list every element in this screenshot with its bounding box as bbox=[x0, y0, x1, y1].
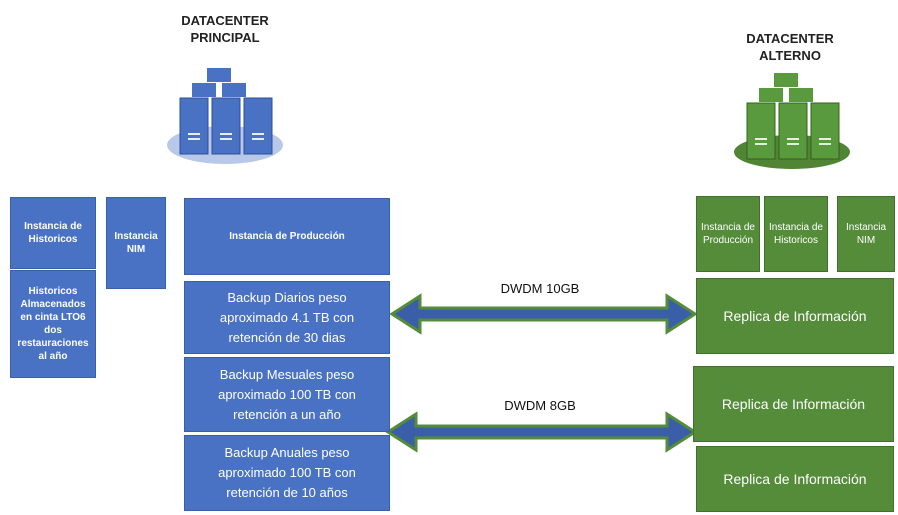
alterno-nim-instance-label: Instancia NIM bbox=[845, 222, 887, 246]
backup-diario-box: Backup Diarios peso aproximado 4.1 TB co… bbox=[184, 281, 390, 354]
arrow-dwdm-10gb bbox=[389, 293, 698, 335]
replica-box-1: Replica de Información bbox=[696, 278, 894, 354]
datacenter-alterno-title: DATACENTER ALTERNO bbox=[715, 30, 865, 64]
server-icon-alterno bbox=[734, 73, 850, 169]
replica-box-3: Replica de Información bbox=[696, 446, 894, 512]
backup-anual-box: Backup Anuales peso aproximado 100 TB co… bbox=[184, 435, 390, 511]
produccion-instance-box: Instancia de Producción bbox=[184, 198, 390, 275]
backup-mensual-label: Backup Mesuales peso aproximado 100 TB c… bbox=[218, 366, 356, 422]
backup-mensual-box: Backup Mesuales peso aproximado 100 TB c… bbox=[184, 357, 390, 432]
replica-box-2: Replica de Información bbox=[693, 366, 894, 442]
alterno-historicos-instance-label: Instancia de Historicos bbox=[769, 222, 823, 246]
backup-anual-label: Backup Anuales peso aproximado 100 TB co… bbox=[218, 445, 356, 500]
alterno-historicos-instance-box: Instancia de Historicos bbox=[764, 196, 828, 272]
historicos-storage-label: Historicos Almacenados en cinta LTO6 dos… bbox=[17, 286, 89, 362]
produccion-instance-label: Instancia de Producción bbox=[229, 231, 345, 242]
nim-instance-box: Instancia NIM bbox=[106, 197, 166, 289]
historicos-instance-box: Instancia de Historicos bbox=[10, 197, 96, 269]
nim-instance-label: Instancia NIM bbox=[114, 231, 158, 255]
arrow-dwdm-8gb bbox=[385, 411, 698, 453]
backup-diario-label: Backup Diarios peso aproximado 4.1 TB co… bbox=[219, 289, 355, 345]
historicos-storage-box: Historicos Almacenados en cinta LTO6 dos… bbox=[10, 270, 96, 378]
dwdm-10gb-label: DWDM 10GB bbox=[500, 281, 580, 296]
datacenter-principal-title-line2: PRINCIPAL bbox=[190, 30, 260, 45]
replica-label-2: Replica de Información bbox=[721, 396, 866, 412]
datacenter-principal-title-line1: DATACENTER bbox=[181, 13, 269, 28]
dwdm-8gb-label: DWDM 8GB bbox=[504, 398, 576, 413]
replica-label-1: Replica de Información bbox=[723, 308, 867, 324]
datacenter-principal-title: DATACENTER PRINCIPAL bbox=[150, 12, 300, 46]
replica-label-3: Replica de Información bbox=[723, 471, 867, 487]
alterno-produccion-instance-box: Instancia de Producción bbox=[696, 196, 760, 272]
alterno-nim-instance-box: Instancia NIM bbox=[837, 196, 895, 272]
alterno-produccion-instance-label: Instancia de Producción bbox=[701, 222, 755, 246]
datacenter-alterno-title-line2: ALTERNO bbox=[759, 48, 821, 63]
server-icon-principal bbox=[167, 68, 283, 164]
datacenter-alterno-title-line1: DATACENTER bbox=[746, 31, 834, 46]
historicos-instance-label: Instancia de Historicos bbox=[24, 221, 82, 245]
